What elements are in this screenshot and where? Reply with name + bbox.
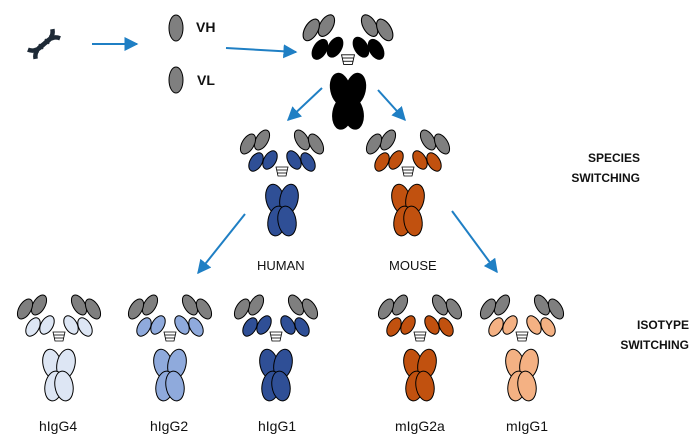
vh-label: VH <box>196 19 216 35</box>
species-line-2: SWITCHING <box>571 171 640 185</box>
isotype-label-migg1: mIgG1 <box>506 418 549 434</box>
arrow-to-human <box>286 87 323 121</box>
antibody-icon-higg2 <box>124 291 216 403</box>
vl-domain-icon <box>168 66 184 94</box>
isotype-label-higg1: hIgG1 <box>258 418 297 434</box>
isotype-label-migg2a: mIgG2a <box>395 418 445 434</box>
vl-label: VL <box>197 72 215 88</box>
antibody-icon-mouse <box>362 126 454 238</box>
antibody-icon-higg4 <box>13 291 105 403</box>
dna-icon <box>27 28 61 60</box>
antibody-icon-migg1 <box>476 291 568 403</box>
isotype-label-higg2: hIgG2 <box>150 418 189 434</box>
arrow-mouse-to-isotypes <box>451 210 498 274</box>
isotype-line-1: ISOTYPE <box>636 318 689 332</box>
arrow-to-mouse <box>377 89 406 122</box>
species-line-1: SPECIES <box>587 151 640 165</box>
antibody-icon-parent <box>299 11 397 132</box>
mouse-label: MOUSE <box>389 258 437 273</box>
species-switching-label: SPECIES SWITCHING <box>571 148 640 188</box>
flow-arrows <box>92 37 498 275</box>
human-label: HUMAN <box>257 258 305 273</box>
isotype-line-2: SWITCHING <box>620 338 689 352</box>
arrow-human-to-isotypes <box>197 213 246 275</box>
isotype-label-higg4: hIgG4 <box>39 418 78 434</box>
isotype-switching-label: ISOTYPE SWITCHING <box>620 315 689 355</box>
arrow-chains-to-antibody <box>225 44 298 59</box>
antibody-icon-human <box>236 126 328 238</box>
antibody-icon-higg1 <box>230 291 322 403</box>
vh-domain-icon <box>168 14 184 42</box>
antibody-icon-migg2a <box>374 291 466 403</box>
